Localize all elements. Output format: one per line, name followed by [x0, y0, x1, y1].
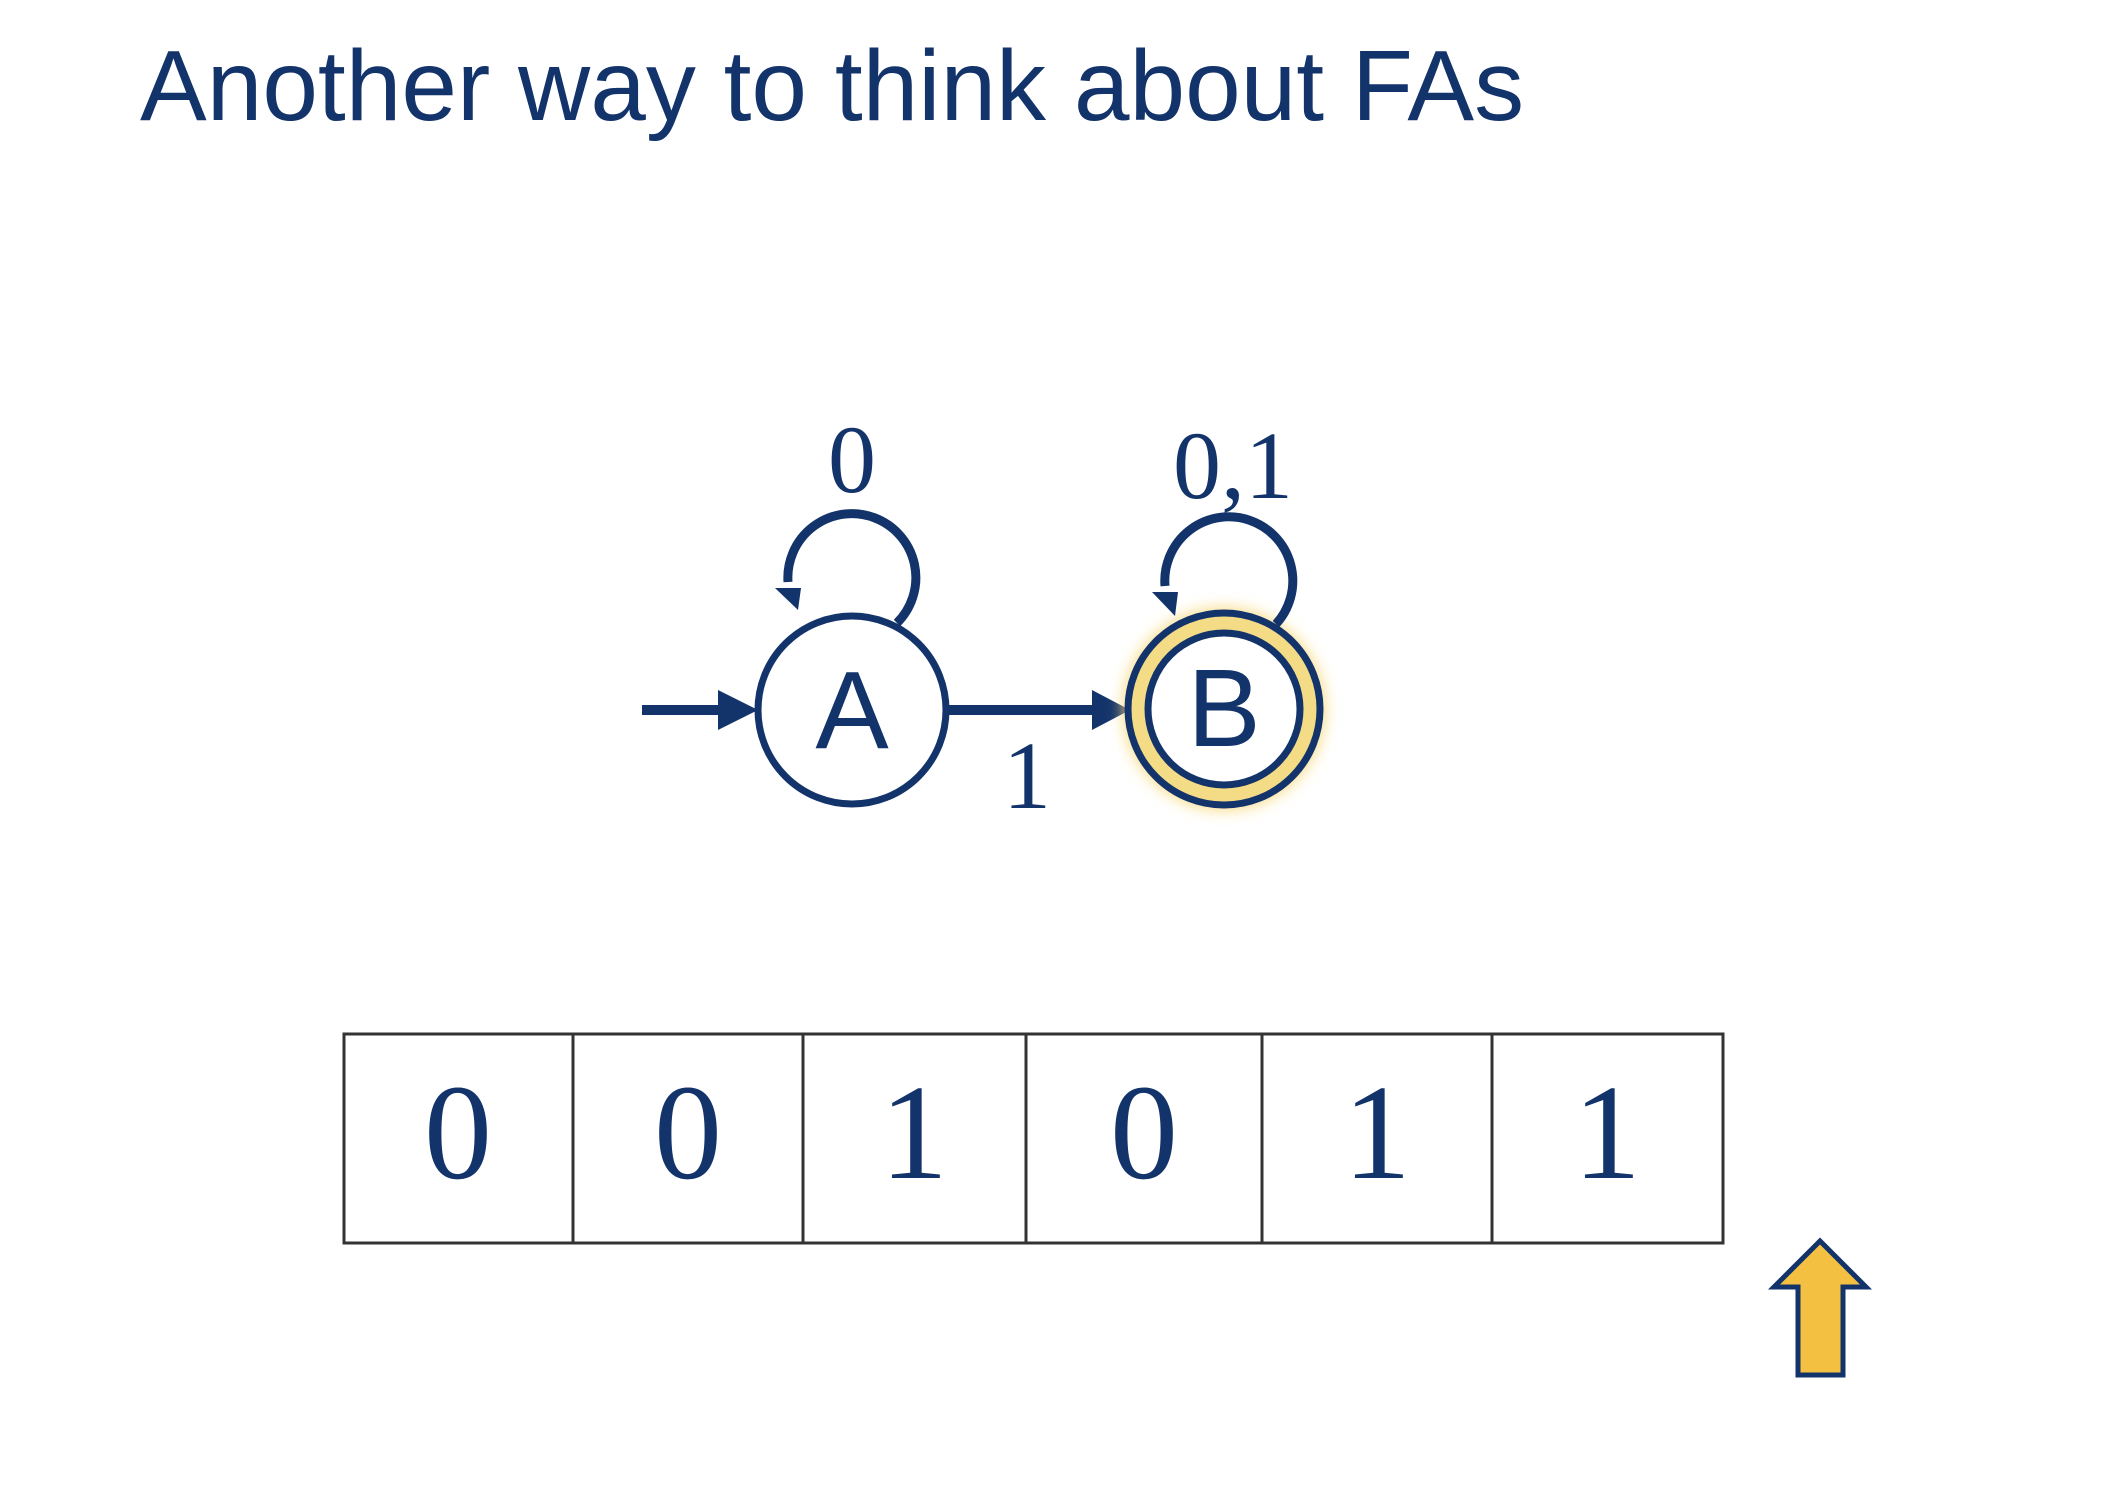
read-head-arrow-icon	[1767, 1237, 1873, 1378]
transition-label-a-b: 1	[1003, 722, 1051, 829]
state-a[interactable]: A	[754, 612, 950, 808]
state-a-label: A	[815, 649, 889, 772]
input-tape	[342, 1032, 1725, 1245]
state-b-label: B	[1187, 647, 1260, 770]
tape-cell: 1	[1573, 1058, 1641, 1208]
state-b[interactable]: B	[1124, 609, 1324, 809]
transition-label-b-b: 0,1	[1173, 412, 1293, 519]
transition-a-b: 1	[949, 690, 1130, 829]
tape-cell: 0	[1110, 1058, 1178, 1208]
self-loop-a: 0	[775, 406, 921, 627]
tape-cell: 1	[880, 1058, 948, 1208]
start-arrow	[642, 690, 758, 730]
tape-cell: 0	[654, 1058, 722, 1208]
tape-cell: 1	[1343, 1058, 1411, 1208]
tape-symbols: 0 0 1 0 1 1	[424, 1058, 1641, 1208]
transition-label-a-a: 0	[828, 406, 876, 513]
page-title: Another way to think about FAs	[140, 30, 1524, 142]
tape-cell: 0	[424, 1058, 492, 1208]
self-loop-b: 0,1	[1152, 412, 1298, 628]
